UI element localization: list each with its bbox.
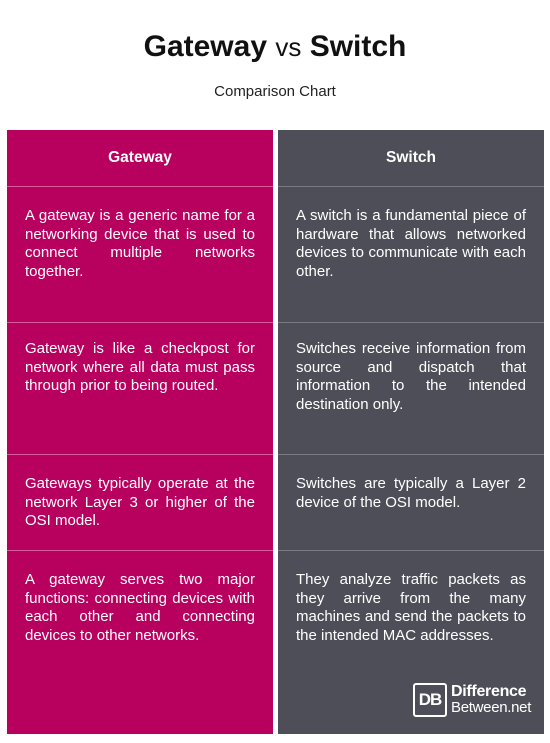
switch-row-2: Switches receive information from source… <box>296 340 526 413</box>
gateway-row-4: A gateway serves two major functions: co… <box>25 571 255 644</box>
page-subtitle: Comparison Chart <box>214 83 336 100</box>
row-divider <box>278 322 544 323</box>
page-title: Gateway vs Switch <box>0 30 550 64</box>
title-vs: vs <box>275 32 302 62</box>
row-divider <box>7 322 273 323</box>
title-left: Gateway <box>143 30 268 63</box>
switch-row-4: They analyze traffic packets as they arr… <box>296 571 526 644</box>
row-divider <box>278 454 544 455</box>
logo-line-1: Difference <box>451 683 527 700</box>
differencebetween-logo: DB Difference Between.net <box>413 682 531 718</box>
switch-column: Switch A switch is a fundamental piece o… <box>278 130 544 734</box>
row-divider <box>7 454 273 455</box>
switch-row-1: A switch is a fundamental piece of hardw… <box>296 207 526 280</box>
logo-text: Difference Between.net <box>451 684 531 716</box>
gateway-row-1: A gateway is a generic name for a networ… <box>25 207 255 280</box>
logo-mark-icon: DB <box>413 683 447 717</box>
row-divider <box>7 550 273 551</box>
switch-row-3: Switches are typically a Layer 2 device … <box>296 475 526 511</box>
gateway-row-2: Gateway is like a checkpost for network … <box>25 340 255 394</box>
logo-line-2: Between.net <box>451 699 532 716</box>
row-divider <box>278 186 544 187</box>
title-right: Switch <box>309 30 407 63</box>
gateway-header: Gateway <box>108 148 172 166</box>
gateway-column: Gateway A gateway is a generic name for … <box>7 130 273 734</box>
switch-header: Switch <box>386 148 436 166</box>
gateway-row-3: Gateways typically operate at the networ… <box>25 475 255 529</box>
row-divider <box>278 550 544 551</box>
row-divider <box>7 186 273 187</box>
